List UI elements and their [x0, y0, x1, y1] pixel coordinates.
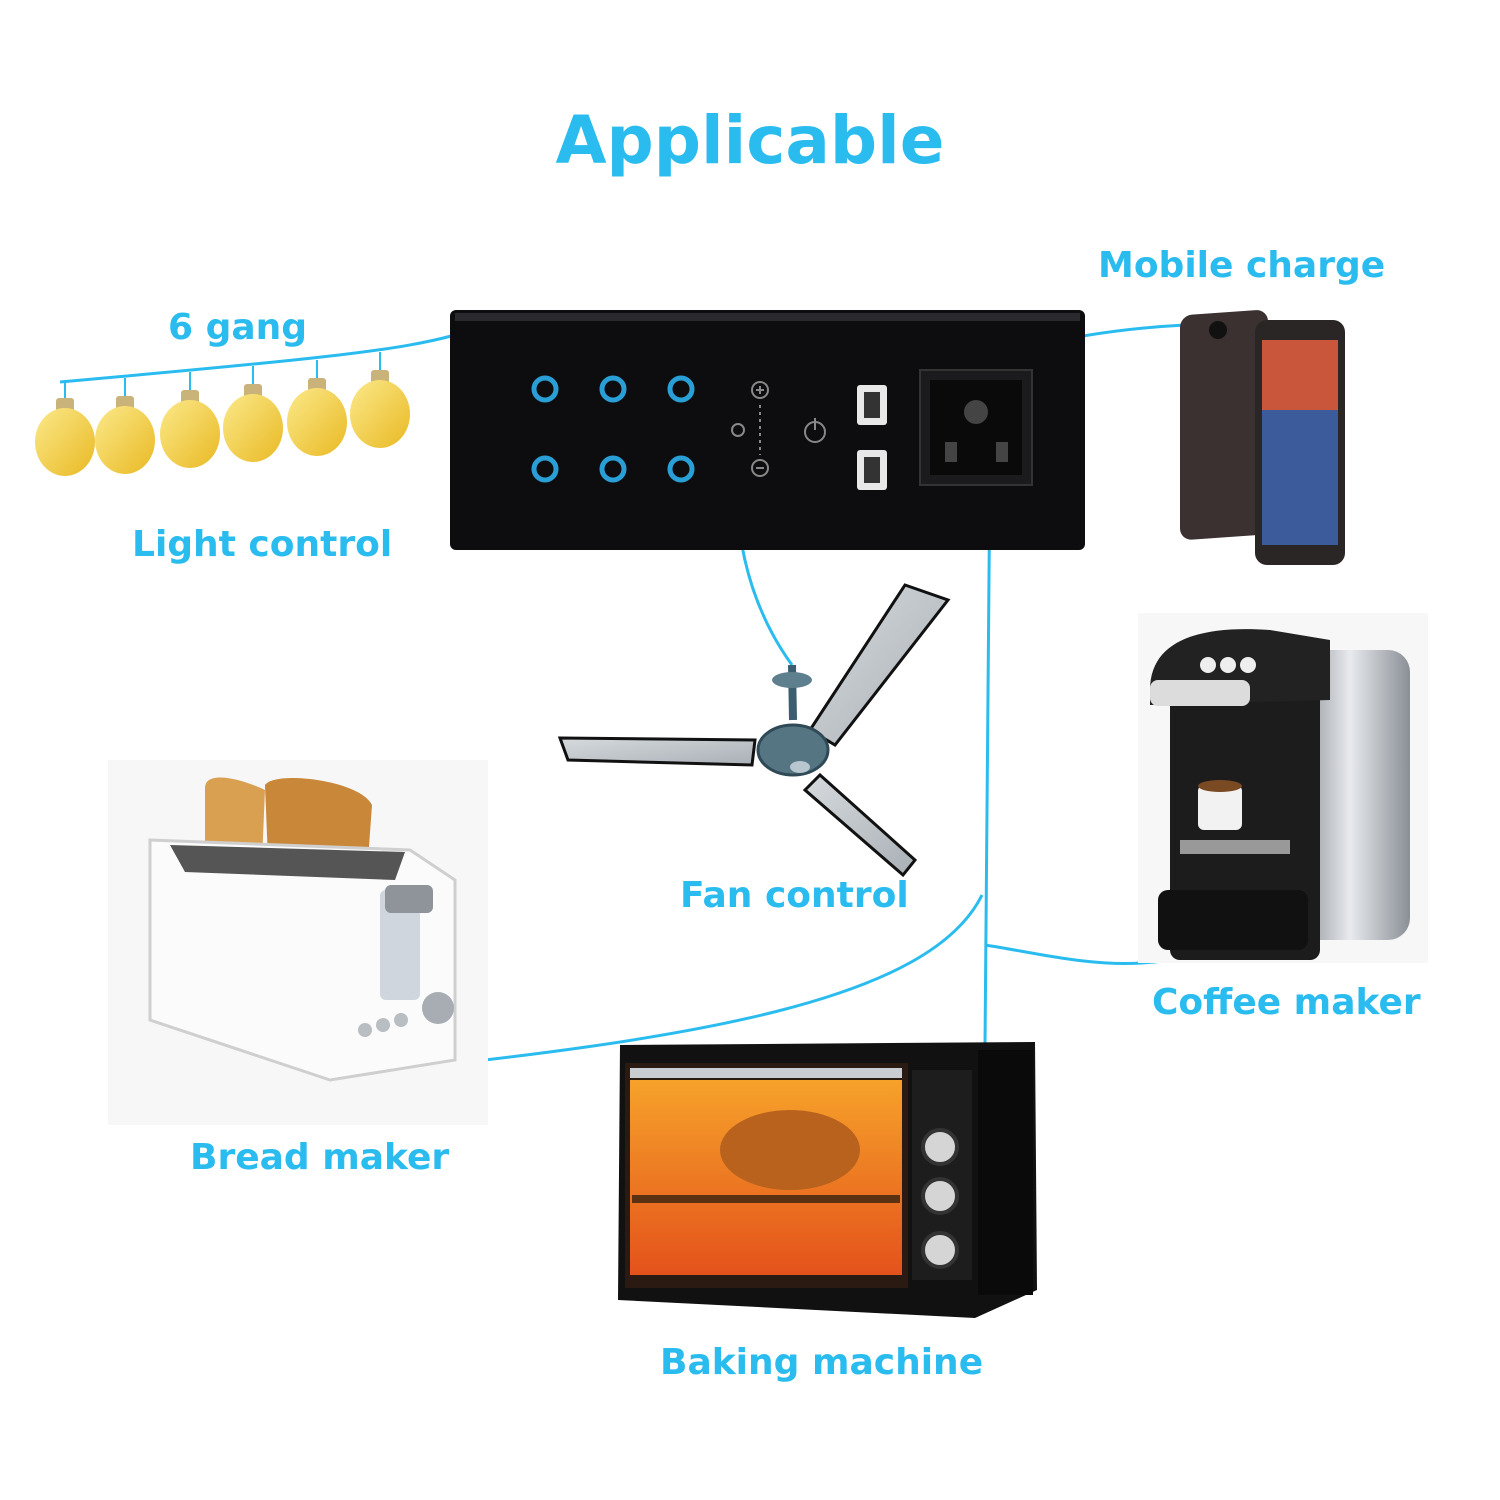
page-title: Applicable	[555, 102, 945, 179]
light-bulb-icon	[350, 352, 410, 448]
bread-maker-label: Bread maker	[190, 1137, 450, 1178]
touch-button	[599, 375, 627, 403]
touch-button	[531, 455, 559, 483]
light-bulb-icon	[160, 372, 220, 468]
fan-small-icon	[731, 423, 745, 437]
bulb-string-line	[59, 333, 456, 384]
touch-switch-panel	[450, 310, 1085, 550]
touch-button	[667, 375, 695, 403]
smartphone-icon	[1180, 310, 1345, 565]
light-bulbs	[35, 352, 410, 476]
light-bulb-icon	[223, 366, 283, 462]
ceiling-fan-icon	[557, 583, 951, 878]
touch-button	[599, 455, 627, 483]
coffee-maker-label: Coffee maker	[1152, 982, 1421, 1023]
baking-machine-label: Baking machine	[660, 1342, 984, 1383]
touch-buttons	[531, 375, 695, 483]
light-bulb-icon	[35, 380, 95, 476]
usb-port-icon	[857, 385, 887, 425]
fan-control-label: Fan control	[680, 875, 909, 916]
touch-button	[531, 375, 559, 403]
socket-main-line	[983, 459, 992, 1046]
universal-socket-icon	[919, 369, 1033, 486]
bread-line	[344, 894, 984, 1077]
usb-port-icon	[857, 450, 887, 490]
power-icon	[804, 418, 826, 443]
touch-button	[667, 455, 695, 483]
light-bulb-icon	[95, 378, 155, 474]
light-control-label: Light control	[132, 524, 393, 565]
toaster-icon	[108, 760, 488, 1125]
six-gang-label: 6 gang	[168, 307, 308, 348]
fan-speed-control	[731, 381, 769, 477]
coffee-machine-icon	[1138, 613, 1428, 963]
oven-icon	[618, 1042, 1037, 1318]
light-bulb-icon	[287, 360, 347, 456]
minus-icon	[751, 459, 769, 477]
mobile-charge-label: Mobile charge	[1098, 245, 1386, 286]
plus-icon	[751, 381, 769, 399]
